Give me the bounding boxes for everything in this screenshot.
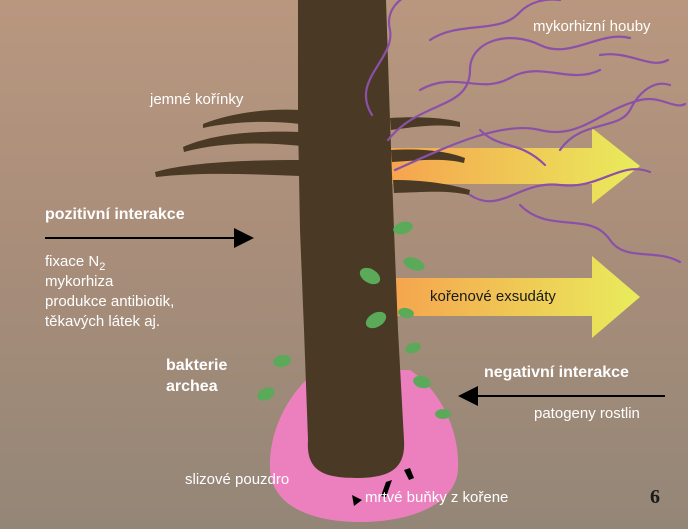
- bacterium: [255, 385, 276, 403]
- hypha: [560, 84, 670, 150]
- dead-root-cells-label: mrtvé buňky z kořene: [365, 489, 508, 507]
- mycorrhizal-fungi-label: mykorhizní houby: [533, 18, 651, 36]
- page-number: 6: [650, 486, 660, 509]
- fine-root: [183, 132, 302, 152]
- fine-root: [203, 110, 300, 128]
- bacterium: [272, 354, 292, 369]
- main-root: [298, 0, 404, 478]
- antibiotics-label: produkce antibiotik,: [45, 293, 174, 311]
- bacterium: [402, 255, 427, 274]
- exudate-arrow-upper: [385, 128, 640, 204]
- mycorrhiza-label: mykorhiza: [45, 273, 113, 291]
- negative-interaction-label: negativní interakce: [484, 364, 629, 382]
- root-exudates-label: kořenové exsudáty: [430, 288, 556, 306]
- mycorrhizal-hyphae: [366, 0, 685, 262]
- nitrogen-subscript: 2: [99, 261, 105, 273]
- hypha: [520, 205, 680, 262]
- bacteria-label: bakterie: [166, 357, 227, 375]
- plant-pathogens-label: patogeny rostlin: [534, 405, 640, 423]
- volatiles-label: těkavých látek aj.: [45, 313, 160, 331]
- bacterium: [435, 409, 451, 419]
- bacterium: [404, 341, 422, 356]
- fine-roots-label: jemné kořínky: [150, 91, 243, 109]
- hypha: [600, 54, 668, 63]
- archaea-label: archea: [166, 378, 218, 396]
- hypha: [420, 70, 600, 90]
- bacterium: [392, 220, 414, 237]
- positive-interaction-label: pozitivní interakce: [45, 206, 185, 224]
- mucilage-sheath-label: slizové pouzdro: [185, 471, 289, 489]
- nitrogen-fixation-text: fixace N: [45, 253, 99, 270]
- fine-root: [155, 160, 300, 177]
